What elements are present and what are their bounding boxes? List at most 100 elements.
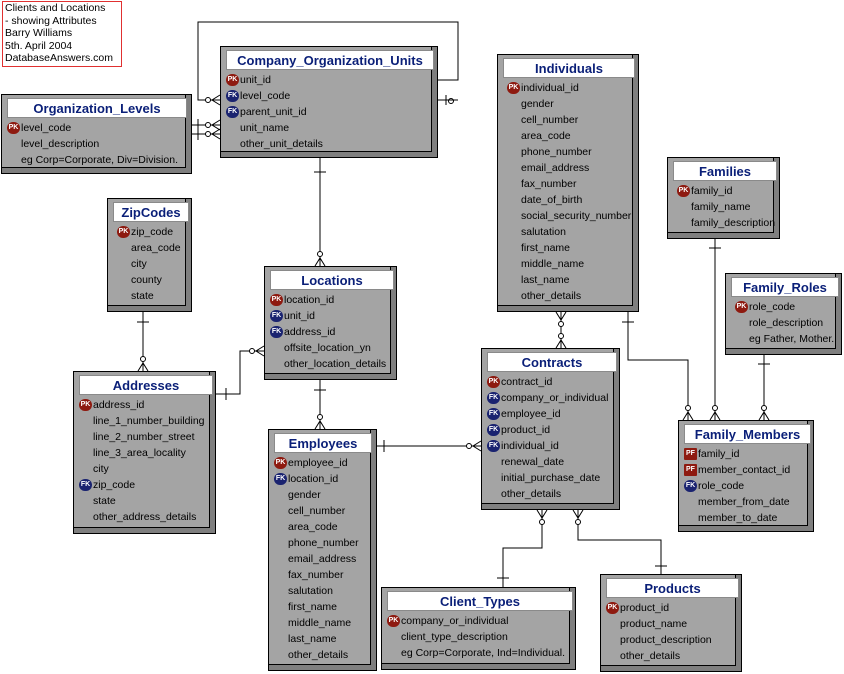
pk-key-icon: PK [7, 122, 20, 134]
attribute-name: cell_number [288, 505, 346, 517]
many-marker [314, 420, 326, 430]
note-line: - showing Attributes [5, 14, 97, 27]
attribute-name: product_id [620, 602, 670, 614]
fk-key-icon: FK [226, 106, 239, 118]
attribute-name: level_code [21, 122, 72, 134]
attribute-name: address_id [284, 326, 336, 338]
fk-key-icon: FK [226, 90, 239, 102]
attribute-name: cell_number [521, 114, 579, 126]
attribute-name: phone_number [521, 146, 592, 158]
attribute-name: gender [521, 98, 554, 110]
attribute-name: member_from_date [698, 496, 790, 508]
attribute-name: renewal_date [501, 456, 565, 468]
entity-title: Contracts [487, 352, 617, 372]
relationship-line [502, 510, 543, 587]
optional-marker [539, 519, 545, 525]
attribute-name: product_name [620, 618, 688, 630]
many-marker [682, 411, 694, 421]
pk-key-icon: PK [79, 399, 92, 411]
attribute-name: salutation [288, 585, 333, 597]
optional-marker [448, 98, 454, 104]
attribute-name: individual_id [521, 82, 579, 94]
attribute-name: fax_number [521, 178, 577, 190]
fk-key-icon: FK [684, 480, 697, 492]
many-marker [709, 411, 721, 421]
attribute-name: company_or_individual [501, 392, 609, 404]
attribute-name: eg Corp=Corporate, Div=Division. [21, 154, 178, 166]
optional-marker [685, 405, 691, 411]
diagram-note: Clients and Locations - showing Attribut… [2, 1, 122, 67]
fk-key-icon: FK [270, 326, 283, 338]
many-marker [472, 440, 482, 452]
attribute-name: social_security_number [521, 210, 632, 222]
optional-marker [140, 356, 146, 362]
optional-marker [317, 414, 323, 420]
note-line: DatabaseAnswers.com [5, 52, 113, 65]
pk-key-icon: PK [387, 615, 400, 627]
note-line: 5th. April 2004 [5, 39, 73, 52]
attribute-name: city [131, 258, 147, 270]
relationship-line [627, 312, 689, 420]
entity-title: Products [606, 578, 739, 598]
attribute-name: city [93, 463, 109, 475]
attribute-name: zip_code [93, 479, 136, 491]
optional-marker [317, 251, 323, 257]
optional-marker [712, 405, 718, 411]
attribute-name: line_2_number_street [93, 431, 195, 443]
entity-title: Addresses [79, 375, 213, 395]
pk-key-icon: PK [117, 226, 130, 238]
attribute-name: middle_name [288, 617, 352, 629]
attribute-name: salutation [521, 226, 566, 238]
attribute-name: family_id [691, 185, 733, 197]
relationship-line [577, 510, 662, 574]
attribute-name: family_description [691, 217, 776, 229]
relationship-line [197, 21, 459, 101]
attribute-name: employee_id [501, 408, 561, 420]
fk-key-icon: FK [487, 440, 500, 452]
entity-title: Client_Types [387, 591, 573, 611]
optional-marker [466, 443, 472, 449]
optional-marker [761, 405, 767, 411]
entity-title: Organization_Levels [7, 98, 187, 118]
attribute-name: employee_id [288, 457, 348, 469]
entity-title: ZipCodes [113, 202, 189, 222]
attribute-name: eg Corp=Corporate, Ind=Individual. [401, 647, 566, 659]
optional-marker [558, 333, 564, 339]
fk-key-icon: FK [487, 392, 500, 404]
many-marker [137, 362, 149, 372]
entity-title: Locations [270, 270, 394, 290]
attribute-name: member_to_date [698, 512, 778, 524]
attribute-name: email_address [521, 162, 590, 174]
pk-key-icon: PK [274, 457, 287, 469]
attribute-name: unit_name [240, 122, 290, 134]
many-marker [314, 257, 326, 267]
entity-title: Families [673, 161, 777, 181]
attribute-name: product_id [501, 424, 551, 436]
attribute-name: location_id [284, 294, 335, 306]
optional-marker [205, 97, 211, 103]
attribute-name: zip_code [131, 226, 174, 238]
many-marker [555, 339, 567, 349]
attribute-name: initial_purchase_date [501, 472, 601, 484]
attribute-name: fax_number [288, 569, 344, 581]
many-marker [255, 345, 265, 357]
attribute-name: other_details [521, 290, 582, 302]
attribute-name: other_address_details [93, 511, 197, 523]
attribute-name: address_id [93, 399, 145, 411]
many-marker [555, 311, 567, 321]
pk-key-icon: PK [226, 74, 239, 86]
